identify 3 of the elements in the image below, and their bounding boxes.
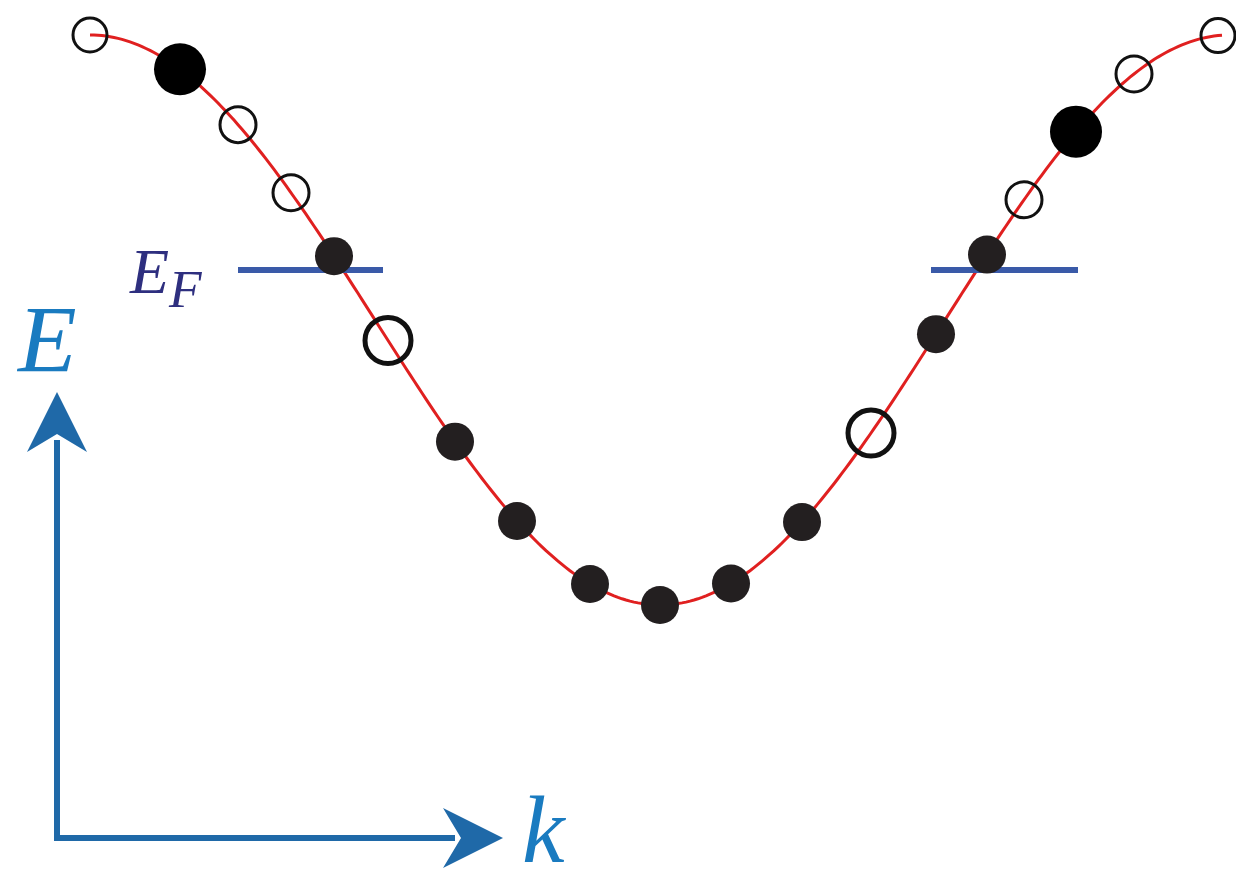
axis-label: E	[18, 292, 77, 388]
fermi-level-label: E$_{F}$	[130, 240, 202, 317]
axis-label: k	[522, 782, 565, 874]
